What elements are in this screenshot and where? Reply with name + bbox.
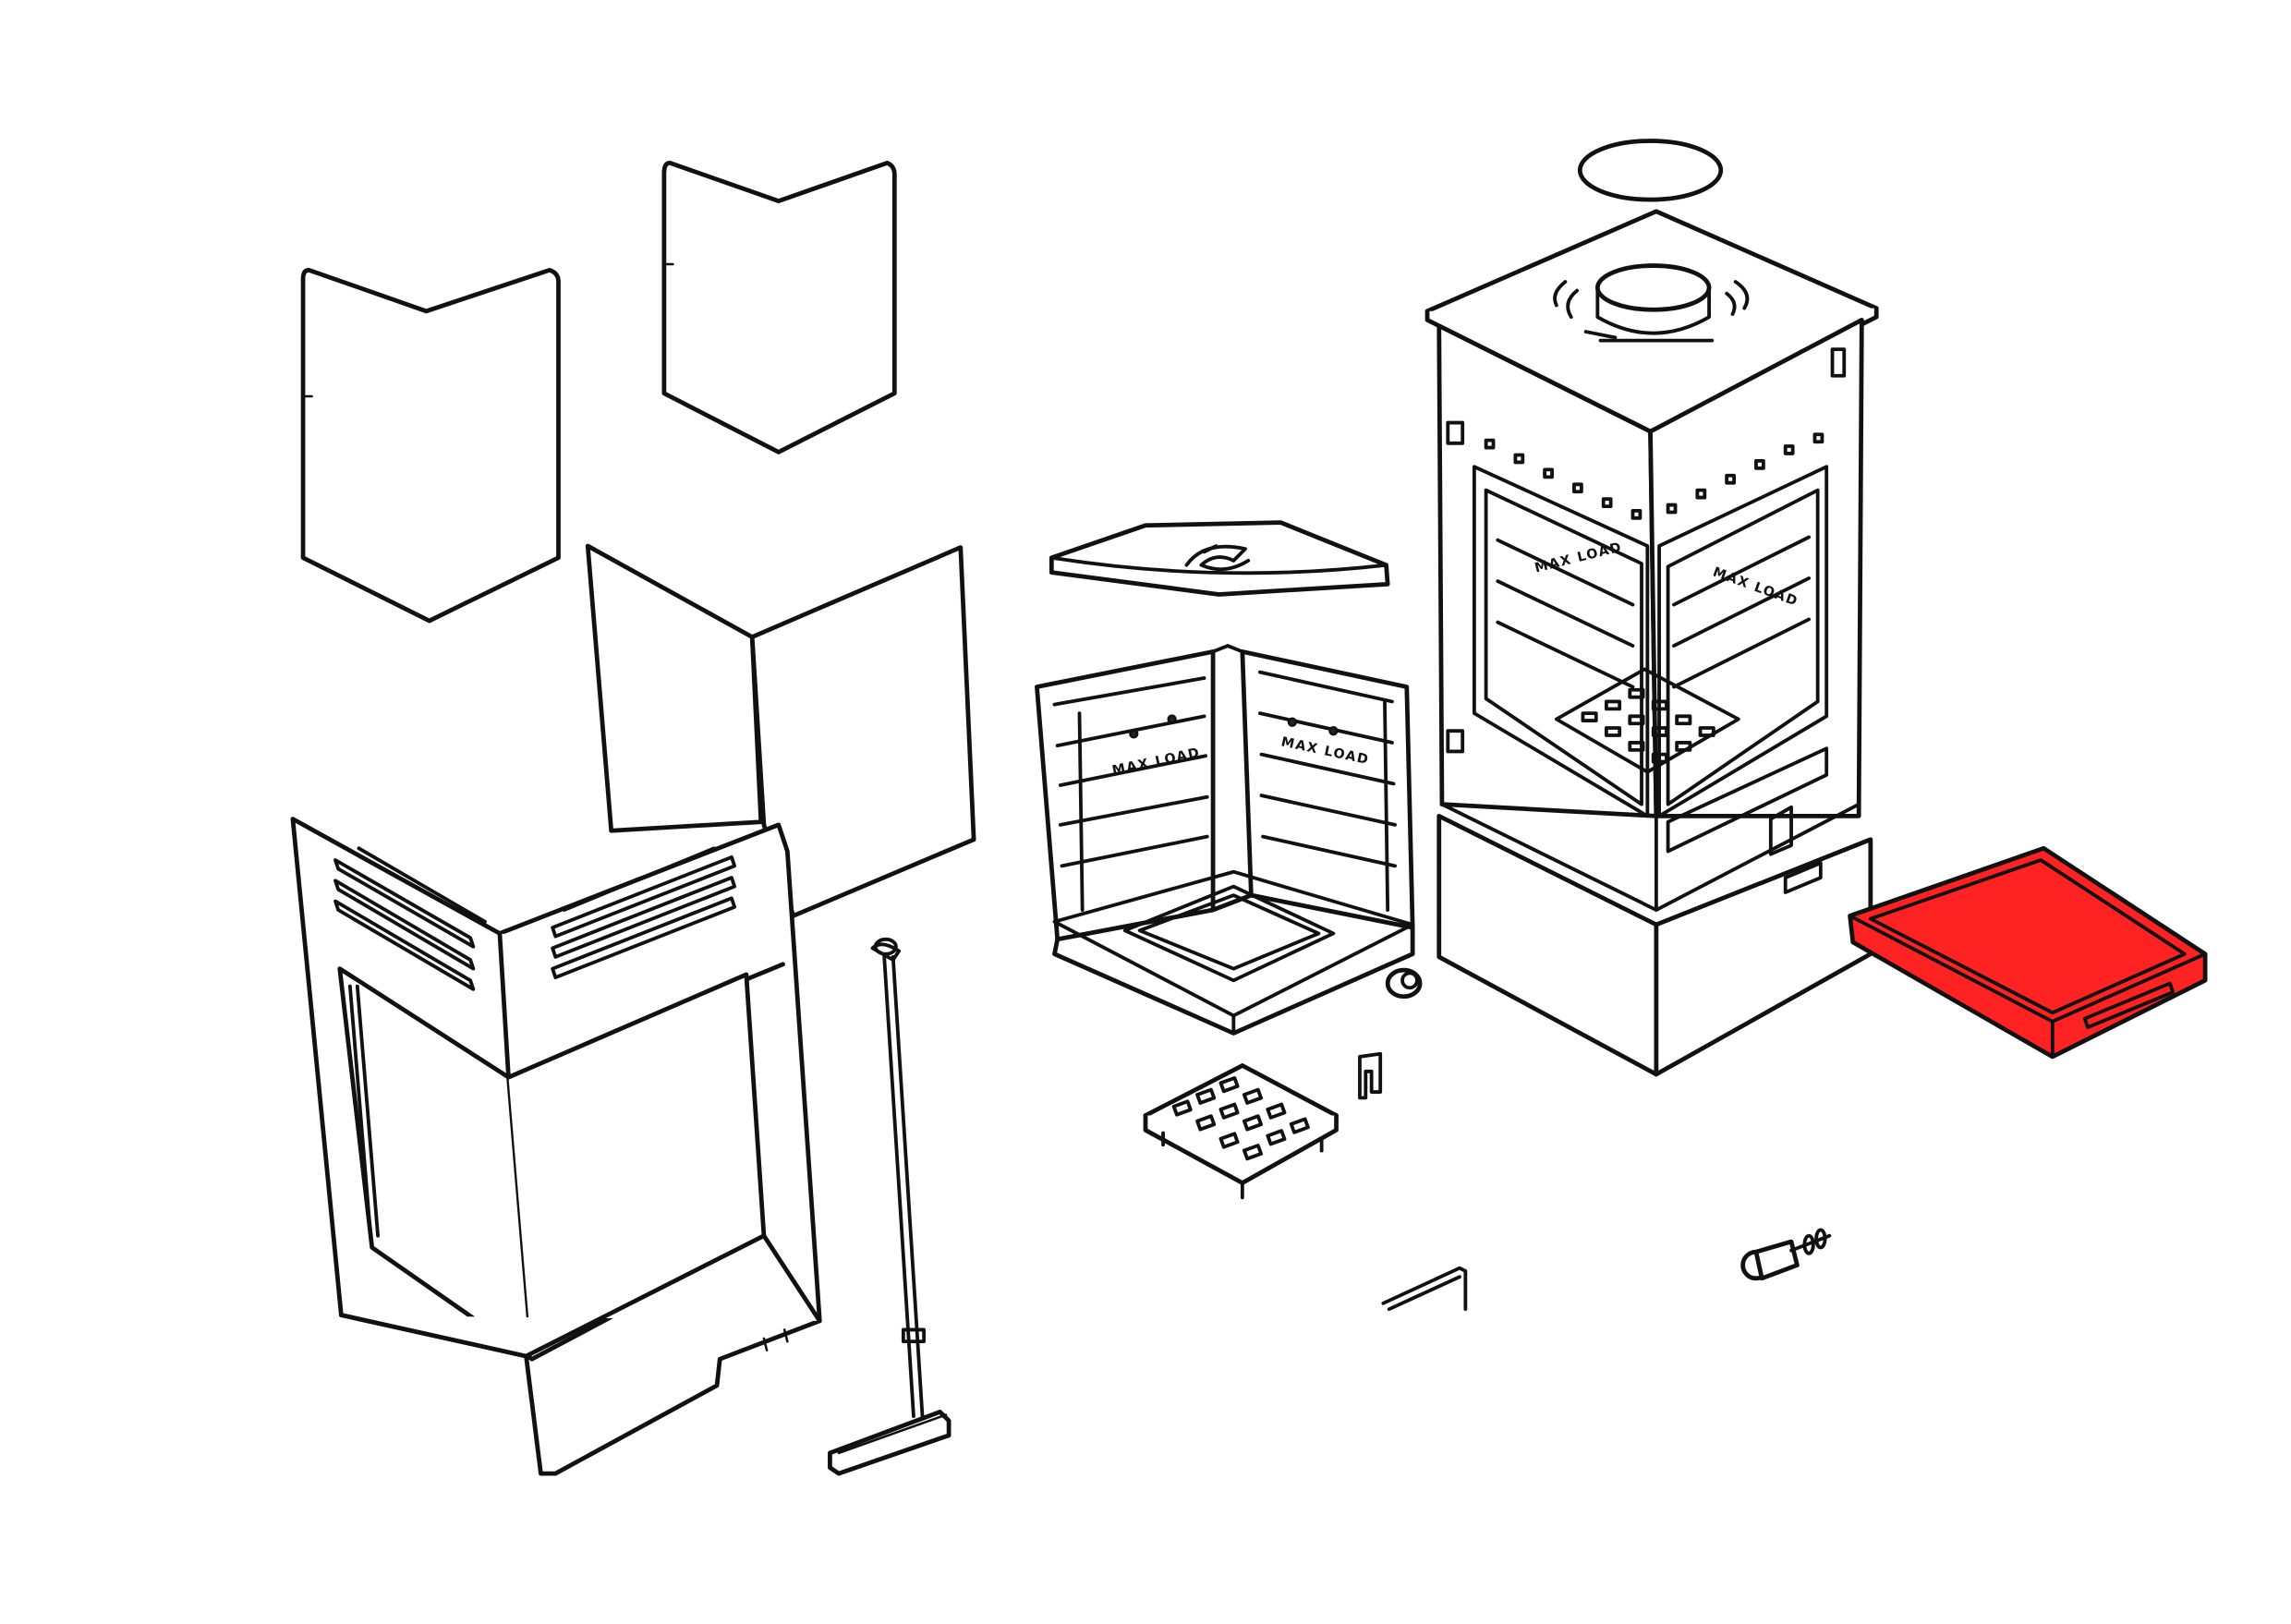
- flue-cap: [1577, 139, 1724, 202]
- front-door-frame: [290, 817, 822, 1476]
- stove-body: MAX LOAD MAX LOAD: [1424, 139, 1879, 1077]
- retaining-clip: [1358, 1051, 1383, 1100]
- baffle-plate: [1049, 520, 1390, 597]
- rear-side-panel-left: [300, 267, 561, 624]
- door-handle-rod: [1381, 1266, 1468, 1312]
- poker-tool: [828, 937, 952, 1476]
- air-control-knob: [1385, 967, 1423, 1000]
- grate-loose: [1143, 1063, 1339, 1200]
- inner-side-panels: [585, 543, 976, 918]
- firebox-liner: MAX LOAD MAX LOAD: [1035, 644, 1415, 1036]
- pedestal-right-face: [1654, 837, 1873, 1077]
- air-valve-assembly: [1740, 1228, 1832, 1281]
- ash-pan-drawer: [1848, 845, 2208, 1060]
- rear-side-panel-right: [661, 160, 897, 454]
